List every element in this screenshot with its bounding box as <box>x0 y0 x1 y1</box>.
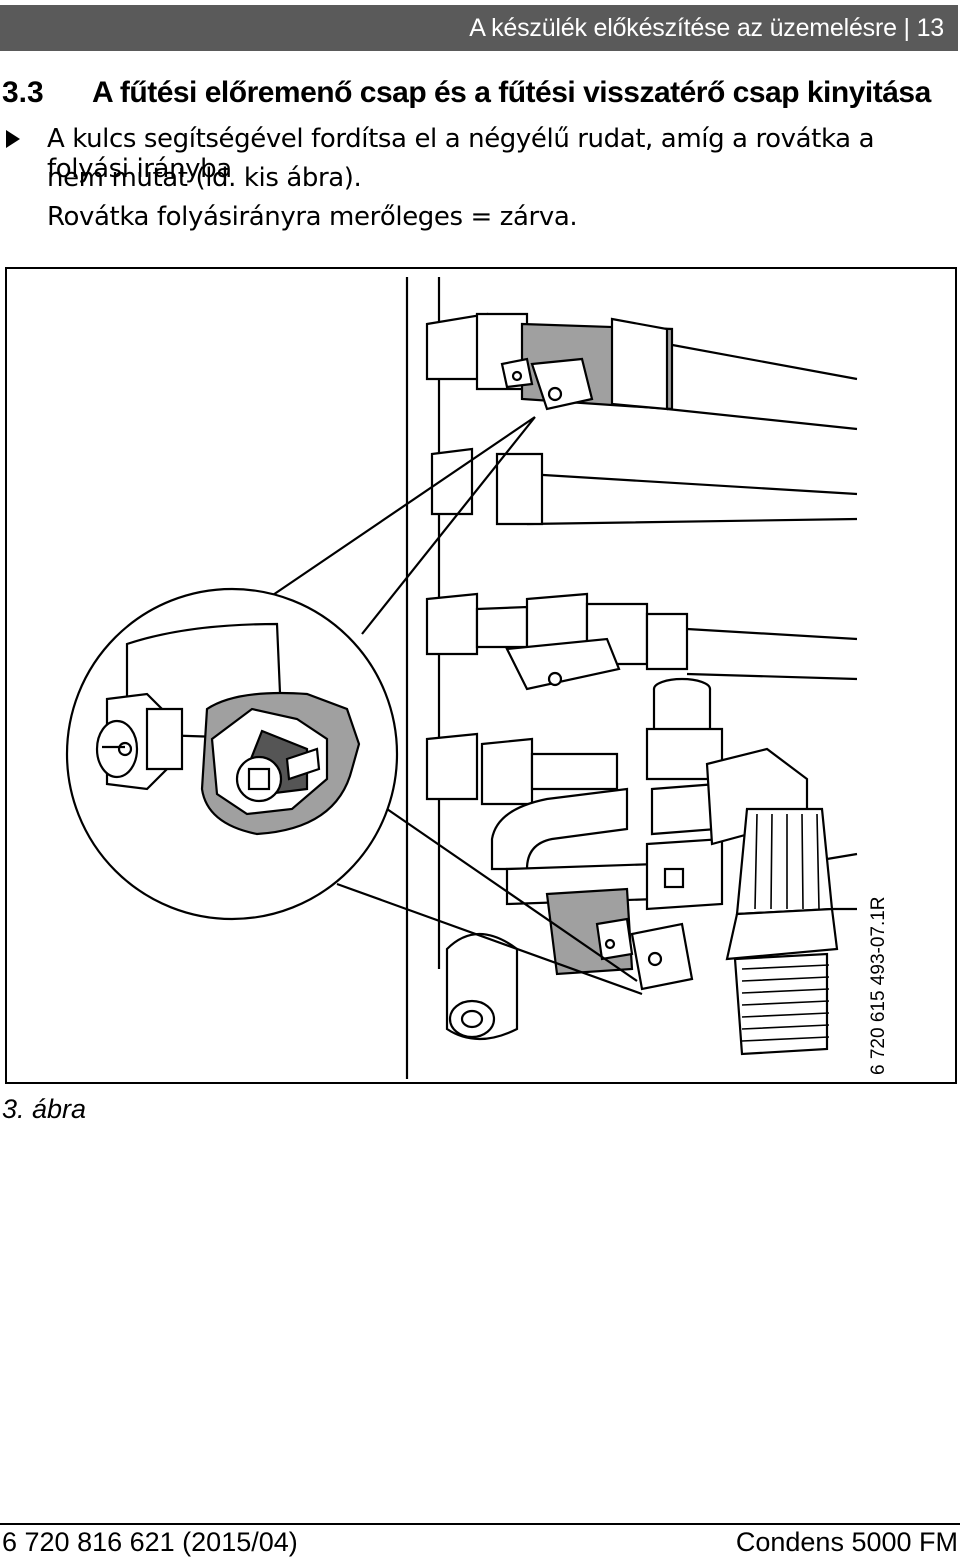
section-number: 3.3 <box>2 76 44 109</box>
instruction-line-1: A kulcs segítségével fordítsa el a négyé… <box>47 124 875 184</box>
bullet-arrow-icon <box>6 130 20 148</box>
instruction-line-3: Rovátka folyásirányra merőleges = zárva. <box>47 202 578 232</box>
footer-rule <box>0 1523 960 1525</box>
valve-illustration <box>65 277 858 1079</box>
valve-figure <box>5 267 957 1084</box>
figure-caption: 3. ábra <box>2 1094 87 1124</box>
footer-product: Condens 5000 FM <box>735 1527 958 1557</box>
header-bar: A készülék előkészítése az üzemelésre | … <box>0 5 958 51</box>
figure-code: 6 720 615 493-07.1R <box>868 896 889 1075</box>
footer-doc-number: 6 720 816 621 (2015/04) <box>2 1527 298 1557</box>
section-title: A fűtési előremenő csap és a fűtési viss… <box>92 76 931 109</box>
running-title: A készülék előkészítése az üzemelésre | … <box>469 14 944 42</box>
instruction-line-2: nem mutat (ld. kis ábra). <box>47 163 362 193</box>
